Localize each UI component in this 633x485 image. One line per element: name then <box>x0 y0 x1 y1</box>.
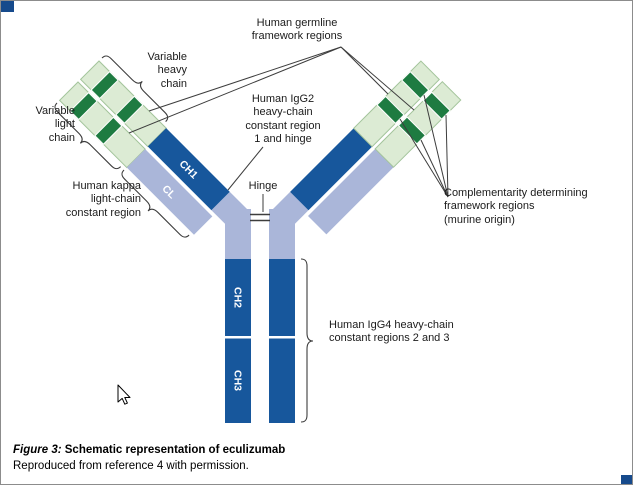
pointer-lines <box>128 46 449 212</box>
germline-pointer-line <box>340 46 389 95</box>
cursor-arrow-icon <box>117 384 131 405</box>
variable-light-chain-label: Variable light chain <box>35 105 75 144</box>
left-heavy-cdr-stripe <box>115 95 144 124</box>
figure-title: Schematic representation of eculizumab <box>61 444 286 456</box>
left-light-cl-segment <box>126 149 213 235</box>
left-stem-ch2-ch3-divider <box>225 336 251 339</box>
germline-pointer-line <box>148 46 342 112</box>
right-light-cdr-stripe <box>422 91 451 120</box>
left-heavy-cdr-stripe <box>90 70 119 100</box>
igg2-constant-region-label: Human IgG2 heavy-chain constant region 1… <box>245 93 321 146</box>
left-light-cdr-stripe <box>94 116 123 145</box>
germline-pointer-line <box>128 46 342 134</box>
igg4-constant-regions-label: Human IgG4 heavy-chain constant regions … <box>329 319 454 345</box>
figure-caption: Figure 3: Schematic representation of ec… <box>13 443 613 474</box>
right-light-cl-segment <box>308 148 394 235</box>
antibody-stem: CH2 CH3 <box>225 209 295 423</box>
right-heavy-cdr-stripe <box>401 70 430 100</box>
right-light-chain-arm <box>308 80 462 235</box>
figure-number: Figure 3: <box>13 444 62 456</box>
left-heavy-ch1-segment <box>147 128 230 211</box>
right-stem-ch2-ch3-divider <box>269 336 295 339</box>
left-stem-hinge-segment <box>225 209 251 259</box>
right-heavy-ch1-segment <box>290 128 373 211</box>
corner-mark-bottom-right <box>621 475 632 484</box>
igg2-pointer-line <box>227 146 264 191</box>
left-light-cdr-stripe <box>69 91 98 121</box>
cdr-pointer-line <box>399 118 449 198</box>
variable-light-brace <box>54 102 122 170</box>
germline-pointer-line <box>340 46 415 111</box>
left-light-chain-arm: CL <box>58 81 213 235</box>
cdr-framework-label: Complementarity determining framework re… <box>444 187 588 226</box>
cdr-pointer-line <box>445 114 449 198</box>
right-light-cdr-stripe <box>397 116 427 145</box>
corner-mark-top-left <box>1 1 14 12</box>
igg4-constant-brace <box>300 258 314 423</box>
right-stem-constant-segment <box>269 259 295 423</box>
right-stem-hinge-segment <box>269 209 295 259</box>
variable-heavy-chain-label: Variable heavy chain <box>147 51 187 90</box>
kappa-constant-region-label: Human kappa light-chain constant region <box>65 180 141 219</box>
ch3-label: CH3 <box>231 370 243 391</box>
mouse-cursor <box>117 384 131 405</box>
ch2-label: CH2 <box>231 287 243 308</box>
hinge-label: Hinge <box>248 180 278 192</box>
variable-heavy-brace <box>101 55 169 123</box>
figure-credit: Reproduced from reference 4 with permiss… <box>13 459 249 472</box>
right-heavy-cdr-stripe <box>376 95 405 125</box>
cdr-pointer-line <box>423 94 449 198</box>
left-stem-constant-segment <box>225 259 251 423</box>
cdr-pointer-line <box>420 139 449 198</box>
germline-framework-label: Human germline framework regions <box>251 17 343 43</box>
